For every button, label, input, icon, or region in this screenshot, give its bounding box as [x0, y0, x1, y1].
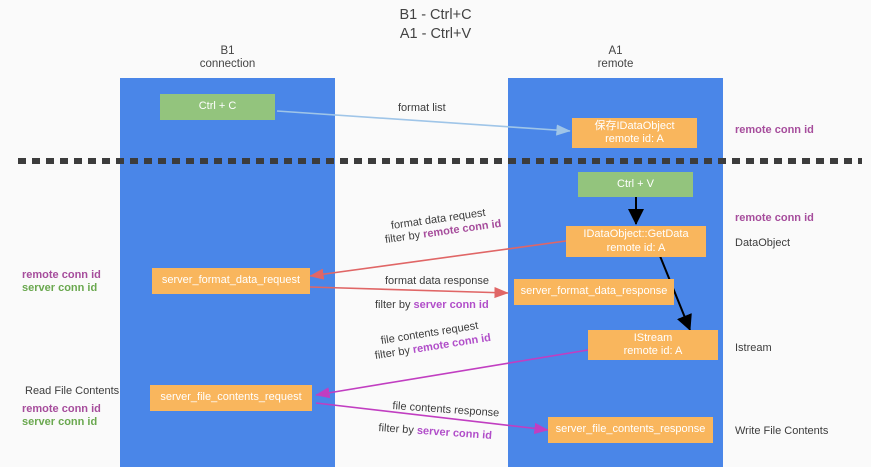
node-ctrl-c-label: Ctrl + C	[198, 100, 237, 113]
node-istream-line2: remote id: A	[623, 345, 683, 357]
lane-b1-name: B1	[220, 45, 235, 57]
node-server-file-contents-request[interactable]: server_file_contents_request	[150, 385, 312, 411]
node-fmt-res-label: server_format_data_response	[520, 285, 668, 298]
edge-label-file-contents-response-filter: filter by server conn id	[378, 421, 492, 443]
lane-a1-name: A1	[608, 45, 623, 57]
annotation-istream: Istream	[735, 342, 772, 354]
filter-key-server-conn-id: server conn id	[413, 299, 489, 311]
annotation-dataobject: DataObject	[735, 237, 791, 249]
filter-key-server-conn-id: server conn id	[416, 424, 493, 442]
node-ctrl-v[interactable]: Ctrl + V	[578, 172, 693, 197]
node-getdata-line2: remote id: A	[606, 241, 666, 254]
node-fmt-req-label: server_format_data_request	[161, 274, 301, 287]
filter-prefix: filter by	[378, 422, 418, 437]
annotation-remote-conn-id-mid: remote conn id	[735, 212, 814, 224]
filter-prefix: filter by	[375, 299, 414, 311]
node-server-file-contents-response[interactable]: server_file_contents_response	[548, 417, 713, 443]
edge-label-format-data-response: format data response	[385, 275, 489, 287]
node-istream[interactable]: IStream remote id: A	[588, 330, 718, 360]
annotation-read-file-contents: Read File Contents	[25, 385, 120, 397]
lane-b1-role: connection	[199, 58, 256, 70]
annotation-left-server-conn-id: server conn id	[22, 282, 98, 294]
node-idataobject-line1: 保存IDataObject	[594, 119, 675, 132]
node-file-req-label: server_file_contents_request	[160, 391, 302, 404]
title-line-2: A1 - Ctrl+V	[399, 26, 472, 42]
annotation-remote-conn-id-top: remote conn id	[735, 124, 814, 136]
node-idataobject-getdata[interactable]: IDataObject::GetData remote id: A	[566, 226, 706, 257]
annotation-left-server-conn-id-2: server conn id	[22, 416, 98, 428]
filter-prefix: filter by	[384, 228, 425, 247]
edge-label-file-contents-response: file contents response	[392, 400, 500, 420]
node-ctrl-v-label: Ctrl + V	[617, 177, 654, 190]
lane-header-b1: B1 connection	[120, 45, 335, 71]
node-istream-line1: IStream	[633, 331, 673, 344]
lane-a1-role: remote	[597, 58, 634, 70]
node-idataobject[interactable]: 保存IDataObject remote id: A	[572, 118, 697, 148]
node-file-res-label: server_file_contents_response	[555, 423, 706, 436]
annotation-left-remote-conn-id-2: remote conn id	[22, 403, 101, 415]
edge-label-format-data-response-filter: filter by server conn id	[375, 298, 489, 312]
node-idataobject-line2: remote id: A	[605, 133, 664, 145]
annotation-write-file-contents: Write File Contents	[735, 425, 829, 437]
filter-prefix: filter by	[373, 344, 414, 363]
title-line-1: B1 - Ctrl+C	[399, 7, 472, 23]
annotation-left-remote-conn-id: remote conn id	[22, 269, 101, 281]
node-server-format-data-response[interactable]: server_format_data_response	[514, 279, 674, 305]
node-getdata-line1: IDataObject::GetData	[583, 228, 689, 240]
node-server-format-data-request[interactable]: server_format_data_request	[152, 268, 310, 294]
node-ctrl-c[interactable]: Ctrl + C	[160, 94, 275, 120]
page-title: B1 - Ctrl+C A1 - Ctrl+V	[0, 6, 871, 44]
lane-header-a1: A1 remote	[508, 45, 723, 71]
edge-label-format-list: format list	[398, 102, 446, 114]
